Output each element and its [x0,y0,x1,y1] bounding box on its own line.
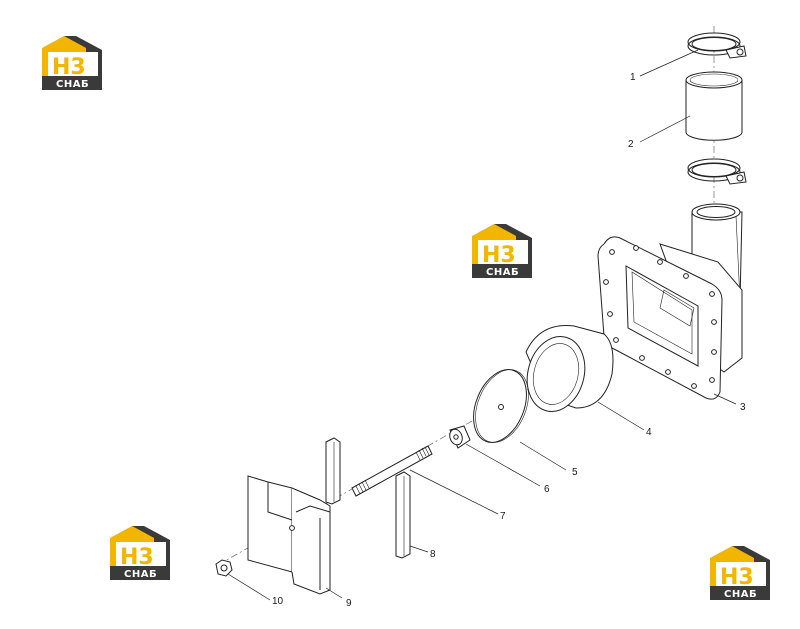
part-2-sleeve [685,71,743,141]
callout-4: 4 [646,427,652,438]
part-5-disc [473,369,529,443]
watermark-sub: CHAБ [486,267,519,278]
watermark-sub: CHAБ [124,569,157,580]
callout-2: 2 [628,139,634,150]
callout-8: 8 [430,549,436,560]
watermark-logo: H3 CHAБ [42,36,102,90]
callout-7: 7 [500,511,506,522]
leader-lines [227,49,737,601]
part-10-nut [215,559,233,577]
part-4-ring [525,325,614,412]
part-6-spacer [449,425,471,449]
part-clamp-lower [687,158,747,185]
callout-9: 9 [346,598,352,609]
watermark-letters: H3 [120,545,154,570]
callouts: 1 2 3 4 5 6 7 8 9 10 [272,72,746,609]
watermark-logo: H3 CHAБ [110,526,170,580]
callout-10: 10 [272,596,284,607]
callout-3: 3 [740,402,746,413]
part-3-housing [597,203,743,400]
callout-5: 5 [572,467,578,478]
callout-1: 1 [630,72,636,83]
watermark-sub: CHAБ [724,589,757,600]
watermark-letters: H3 [482,243,516,268]
watermark-sub: CHAБ [56,79,89,90]
part-1-hose-clamp [687,32,747,59]
callout-6: 6 [544,484,550,495]
watermark-logo: H3 CHAБ [710,546,770,600]
watermark-letters: H3 [720,565,754,590]
part-9-bracket [247,437,341,595]
watermark-letters: H3 [52,55,86,80]
watermark-logo: H3 CHAБ [472,224,532,278]
part-7-threaded-rod [351,445,433,497]
part-8-bar [395,471,411,559]
